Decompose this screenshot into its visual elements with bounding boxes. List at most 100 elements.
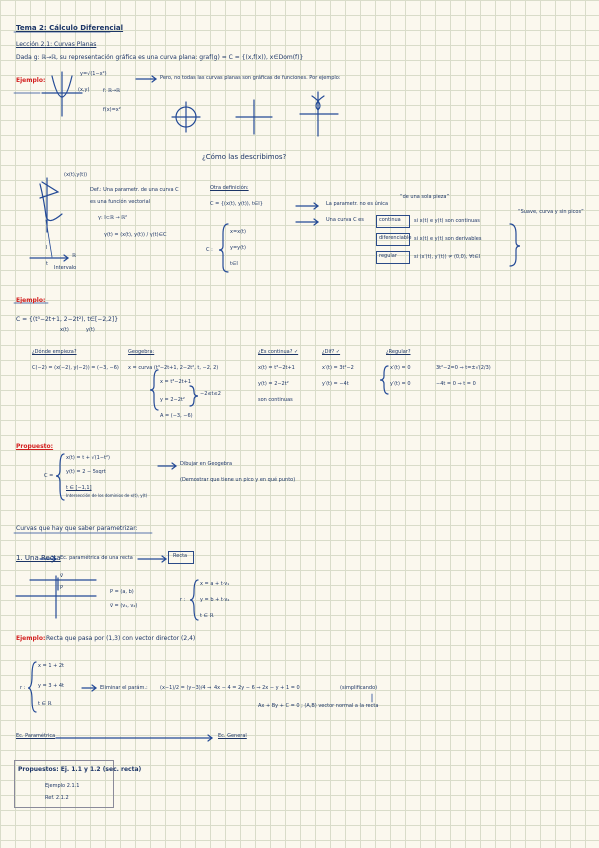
def-line-1: Def.: Una parametr. de una curva C bbox=[90, 187, 179, 193]
example2-curve: C = {(t³−2t+1, 2−2t²), t∈[−2,2]} bbox=[16, 316, 119, 323]
curve-is-label: Una curva C es bbox=[326, 217, 364, 223]
geo-x: x = t³−2t+1 bbox=[160, 379, 191, 385]
interval-t: t bbox=[46, 261, 48, 267]
describe-question: ¿Cómo las describimos? bbox=[202, 153, 287, 161]
interval-mark: I bbox=[46, 245, 48, 251]
geo-point: A = (−3, −6) bbox=[160, 413, 193, 419]
boxed-regular: regular bbox=[376, 251, 410, 264]
cond-diferenciable: si x(t) e y(t) son derivables bbox=[414, 236, 482, 242]
recta-tag: Recta bbox=[168, 551, 194, 564]
proposed-title: Propuestos: Ej. 1.1 y 1.2 (sec. recta) bbox=[18, 766, 142, 773]
proposal-demo: (Demostrar que tiene un pico y en qué pu… bbox=[180, 477, 296, 483]
example3-r: r : bbox=[20, 685, 26, 691]
param-eq-label: Ec. Paramétrica bbox=[16, 733, 56, 739]
parabola-point-label: (x,y) bbox=[78, 87, 90, 93]
f-map-label: f: ℝ→ℝ bbox=[103, 88, 120, 94]
r-label: r : bbox=[180, 597, 186, 603]
real-axis-label: ℝ bbox=[72, 253, 76, 259]
proposal-x: x(t) = t + √(1−t²) bbox=[66, 455, 110, 461]
other-def-title: Otra definición: bbox=[210, 185, 249, 191]
proposal-draw: Dibujar en Geogebra bbox=[180, 461, 233, 467]
recta-eq-y: y = b + t·v₂ bbox=[200, 597, 230, 603]
geo-range: −2≤t≤2 bbox=[200, 391, 221, 397]
proposed-line-2: Ref. 2.1.2 bbox=[45, 795, 69, 801]
f-rule-label: f(x)=x² bbox=[103, 107, 121, 113]
header-continua: ¿Es continua? ✓ bbox=[258, 349, 299, 355]
lesson-title: Lección 2.1: Curvas Planas bbox=[16, 41, 97, 48]
header-start: ¿Dónde empieza? bbox=[32, 349, 77, 355]
proposal-t: t ∈ [−1,1] bbox=[66, 485, 92, 491]
circle-curve bbox=[175, 106, 197, 128]
simplify-note: (simplificando) bbox=[340, 685, 378, 691]
cond-regular: si (x′(t), y′(t)) ≠ (0,0), ∀t∈I bbox=[414, 254, 481, 260]
eliminate-param: Eliminar el parám.: bbox=[100, 685, 148, 691]
recta-eq-t: t ∈ ℝ bbox=[200, 613, 214, 619]
def-line-4: γ(t) = (x(t), y(t)) / γ(t)∈C bbox=[104, 232, 167, 238]
cond-continua: si x(t) e y(t) son continuas bbox=[414, 218, 480, 224]
curve-point-label: (x(t),y(t)) bbox=[64, 172, 88, 178]
page-title: Tema 2: Cálculo Diferencial bbox=[16, 24, 124, 32]
not-unique-note: La parametr. no es única bbox=[326, 201, 389, 207]
geo-y: y = 2−2t² bbox=[160, 397, 185, 403]
item-recta: 1. Una Recta bbox=[16, 554, 61, 562]
proposed-box: Propuestos: Ej. 1.1 y 1.2 (sec. recta) E… bbox=[14, 760, 141, 808]
dif-y: y′(t) = −4t bbox=[322, 381, 349, 387]
example3-x: x = 1 + 2t bbox=[38, 663, 65, 669]
cont-y: y(t) = 2−2t² bbox=[258, 381, 289, 387]
example2-sub-x: x(t) bbox=[60, 327, 69, 333]
dif-x: x′(t) = 3t²−2 bbox=[322, 365, 354, 371]
implicit-eq: 4x − 4 = 2y − 6 ⇒ 2x − y + 1 = 0 bbox=[214, 685, 300, 691]
sys-y: y=y(t) bbox=[230, 245, 246, 251]
cont-note: son continuas bbox=[258, 397, 293, 403]
single-piece-note: “de una sola pieza” bbox=[400, 194, 450, 200]
cont-x: x(t) = t³−2t+1 bbox=[258, 365, 295, 371]
proposal-label: Propuesto: bbox=[16, 443, 54, 450]
point-p: P = (a, b) bbox=[110, 589, 134, 595]
header-regular: ¿Regular? bbox=[386, 349, 411, 355]
proposal-y: y(t) = 2 − 5sqrt bbox=[66, 469, 106, 475]
parabola-curve bbox=[51, 75, 73, 98]
c-set-def: C = {(x(t), y(t)), t∈I} bbox=[210, 201, 263, 207]
loop-curve bbox=[311, 95, 325, 111]
start-point: C(−2) = (x(−2), y(−2)) = (−3, −6) bbox=[32, 365, 119, 371]
vector-v: v⃗ = (v₁, v₂) bbox=[110, 603, 138, 609]
example3-text: Recta que pasa por (1,3) con vector dire… bbox=[46, 635, 196, 642]
def-line-2: es una función vectorial bbox=[90, 199, 151, 205]
example3-t: t ∈ ℝ bbox=[38, 701, 52, 707]
recta-eq-x: x = a + t·v₁ bbox=[200, 581, 230, 587]
curves-title: Curvas que hay que saber parametrizar: bbox=[16, 525, 138, 532]
c-equals: C : bbox=[206, 247, 213, 253]
proposal-c: C = bbox=[44, 473, 54, 479]
definition-text: Dada g: ℝ→ℝ, su representación gráfica e… bbox=[16, 54, 304, 61]
item-recta-desc: Ec. paramétrica de una recta bbox=[60, 555, 133, 561]
example-label-3: Ejemplo: bbox=[16, 635, 46, 642]
interval-label: Intervalo bbox=[54, 265, 77, 271]
example3-y: y = 3 + 4t bbox=[38, 683, 65, 689]
reg-y: y′(t) = 0 bbox=[390, 381, 411, 387]
def-line-3: γ: I⊂ℝ → ℝ² bbox=[98, 215, 128, 221]
header-geogebra: Geogebra: bbox=[128, 349, 155, 355]
remark-text: Pero, no todas las curvas planas son grá… bbox=[160, 75, 341, 81]
vector-label: v⃗ bbox=[60, 573, 63, 579]
example2-sub-y: y(t) bbox=[86, 327, 95, 333]
general-form: Ax + By + C = 0 ; (A,B) vector normal a … bbox=[258, 703, 379, 709]
reg-solve-y: −4t = 0 ⇒ t = 0 bbox=[436, 381, 476, 387]
general-eq-label: Ec. General bbox=[218, 733, 247, 739]
reg-x: x′(t) = 0 bbox=[390, 365, 411, 371]
p-label: P bbox=[60, 585, 64, 591]
boxed-continua: continua bbox=[376, 215, 410, 228]
proposed-line-1: Ejemplo 2.1.1 bbox=[45, 783, 80, 789]
proposal-domain-note: Intersección de los dominios de x(t), y(… bbox=[66, 493, 148, 498]
header-dif: ¿Dif? ✓ bbox=[322, 349, 341, 355]
example-label-1: Ejemplo: bbox=[16, 77, 46, 84]
param-curve bbox=[39, 183, 63, 222]
sys-x: x=x(t) bbox=[230, 229, 246, 235]
sys-t: t∈I bbox=[230, 261, 238, 267]
elim-fraction: (x−1)/2 = (y−3)/4 ⇒ bbox=[160, 685, 212, 691]
reg-solve-x: 3t²−2=0 ⇒ t=±√(2/3) bbox=[436, 365, 491, 371]
smooth-note: “Suave, curva y sin picos” bbox=[518, 209, 584, 215]
parabola-eq-label: y=√(1−x²) bbox=[80, 71, 107, 77]
geo-cmd: x = curva (t³−2t+1, 2−2t², t, −2, 2) bbox=[128, 365, 219, 371]
boxed-diferenciable: diferenciable bbox=[376, 233, 411, 246]
